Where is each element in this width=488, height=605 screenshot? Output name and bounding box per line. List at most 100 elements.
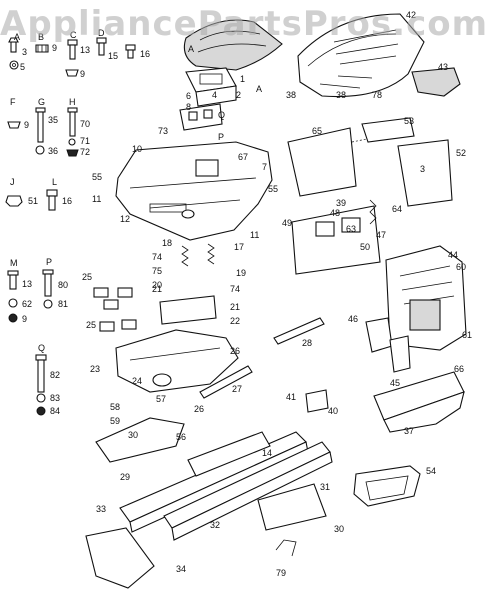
- label-30-rear: 30: [334, 524, 344, 534]
- label-h: H: [69, 97, 76, 107]
- hardware-h: [66, 107, 79, 157]
- label-52: 52: [456, 148, 466, 158]
- rear-plate-34: [85, 527, 155, 589]
- label-a-2: A: [256, 84, 262, 94]
- label-80: 80: [58, 280, 68, 290]
- fuel-tank: [115, 329, 239, 393]
- label-p: P: [46, 257, 52, 267]
- label-51: 51: [28, 196, 38, 206]
- label-20: 20: [152, 280, 162, 290]
- bracket-40: [305, 389, 329, 413]
- frame-crossmember: [187, 431, 271, 477]
- label-11-left: 11: [92, 194, 101, 204]
- label-19: 19: [236, 268, 246, 278]
- label-72: 72: [80, 147, 90, 157]
- label-p-seat: P: [218, 132, 224, 142]
- label-43: 43: [438, 62, 448, 72]
- label-9-b: 9: [52, 43, 57, 53]
- label-55-right: 55: [268, 184, 278, 194]
- label-47: 47: [376, 230, 386, 240]
- label-49: 49: [282, 218, 292, 228]
- rod-28: [273, 317, 325, 345]
- label-29: 29: [120, 472, 130, 482]
- label-37: 37: [404, 426, 414, 436]
- label-8: 8: [186, 102, 191, 112]
- label-21-left: 21: [152, 284, 162, 294]
- label-25-lower: 25: [86, 320, 96, 330]
- label-40: 40: [328, 406, 338, 416]
- label-78: 78: [372, 90, 382, 100]
- label-33: 33: [96, 504, 106, 514]
- label-57: 57: [156, 394, 166, 404]
- hood: [297, 13, 425, 98]
- hardware-p: [42, 269, 54, 309]
- label-18: 18: [162, 238, 172, 248]
- label-27: 27: [232, 384, 242, 394]
- label-48: 48: [330, 208, 340, 218]
- label-d: D: [98, 28, 105, 38]
- label-59: 59: [110, 416, 120, 426]
- label-10: 10: [132, 144, 142, 154]
- hardware-j: [5, 195, 23, 207]
- hardware-b: [35, 44, 49, 53]
- seat-bracket: [185, 67, 237, 107]
- label-g: G: [38, 97, 45, 107]
- label-f: F: [10, 97, 16, 107]
- label-c: C: [70, 30, 77, 40]
- label-71: 71: [80, 136, 90, 146]
- hardware-d: [96, 37, 136, 59]
- fender-deck: [115, 141, 273, 241]
- label-64: 64: [392, 204, 402, 214]
- label-41: 41: [286, 392, 296, 402]
- label-9-c: 9: [80, 69, 85, 79]
- label-32: 32: [210, 520, 220, 530]
- seat-spring-17: [207, 243, 215, 265]
- label-16-d: 16: [140, 49, 150, 59]
- label-82: 82: [50, 370, 60, 380]
- tow-bracket-54: [353, 465, 421, 507]
- label-12: 12: [120, 214, 130, 224]
- label-11-right: 11: [250, 230, 259, 240]
- label-30-front: 30: [128, 430, 138, 440]
- label-70: 70: [80, 119, 90, 129]
- seat-switch: [179, 103, 223, 131]
- label-7: 7: [262, 162, 267, 172]
- label-31: 31: [320, 482, 330, 492]
- hardware-g: [35, 107, 46, 155]
- label-1: 1: [240, 74, 245, 84]
- label-6: 6: [186, 91, 191, 101]
- seat: [183, 19, 283, 71]
- labels: A 3 5 B 9 C 13 9 D 15 16 F 9 G 35 36 H 7…: [10, 10, 472, 578]
- label-23: 23: [90, 364, 100, 374]
- label-74-upper: 74: [152, 252, 162, 262]
- label-q: Q: [38, 343, 45, 353]
- label-22: 22: [230, 316, 240, 326]
- hardware-f: [7, 121, 21, 129]
- hardware-l: [46, 189, 58, 211]
- label-l: L: [52, 177, 57, 187]
- front-axle-mount-56: [95, 417, 185, 463]
- label-65: 65: [312, 126, 322, 136]
- label-28: 28: [302, 338, 312, 348]
- dash-panel-49: [291, 205, 381, 275]
- label-16-l: 16: [62, 196, 72, 206]
- bracket-45: [389, 335, 411, 373]
- label-a-seat: A: [188, 44, 194, 54]
- label-26-upper: 26: [230, 346, 240, 356]
- rod-27: [199, 365, 253, 399]
- seat-spring-18: [181, 245, 189, 267]
- label-17: 17: [234, 242, 244, 252]
- label-m: M: [10, 258, 18, 268]
- label-34: 34: [176, 564, 186, 574]
- label-36: 36: [48, 146, 58, 156]
- label-53: 53: [404, 116, 414, 126]
- frame-rail-right: [163, 441, 333, 541]
- label-54: 54: [426, 466, 436, 476]
- label-63: 63: [346, 224, 356, 234]
- label-25-upper: 25: [82, 272, 92, 282]
- label-44: 44: [448, 250, 458, 260]
- label-3: 3: [22, 47, 27, 57]
- label-42: 42: [406, 10, 416, 20]
- label-24: 24: [132, 376, 142, 386]
